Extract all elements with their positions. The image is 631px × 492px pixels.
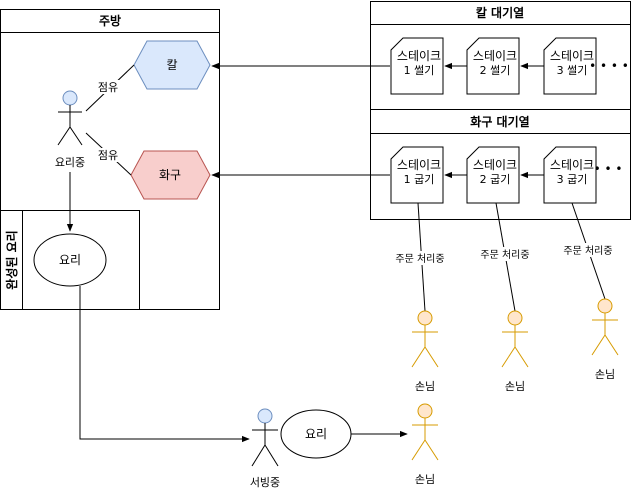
- server-head: [257, 408, 273, 424]
- stove-queue-item-shape: [466, 146, 520, 204]
- stove-queue-item-line1: 스테이크: [550, 158, 594, 172]
- knife-queue-item-shape: [390, 37, 444, 95]
- stove-queue-item-shape: [390, 146, 444, 204]
- knife-queue-more: • • • •: [589, 59, 629, 73]
- knife-resource: 칼: [133, 40, 211, 90]
- stove-queue-item-line1: 스테이크: [397, 158, 441, 172]
- kitchen-title: 주방: [99, 13, 121, 28]
- customer-head: [417, 310, 433, 326]
- final-customer-label: 손님: [415, 473, 435, 486]
- final-customer-figure: 손님: [411, 403, 439, 486]
- knife-queue-item-line2: 2 썰기: [480, 64, 511, 77]
- stove-resource: 화구: [130, 150, 211, 200]
- final-customer-head: [417, 403, 433, 419]
- stove-queue-item-line2: 3 굽기: [557, 173, 588, 186]
- knife-queue-item-line2: 3 썰기: [557, 64, 588, 77]
- knife-queue-title: 칼 대기열: [476, 5, 524, 20]
- stove-queue-item-line2: 1 굽기: [404, 173, 435, 186]
- cook-head: [62, 90, 78, 106]
- customer-label: 손님: [505, 380, 525, 393]
- knife-queue-item-line1: 스테이크: [473, 49, 517, 63]
- dish-label: 요리: [59, 253, 81, 267]
- dish-to-server-arrow: [79, 286, 250, 443]
- dish-in-kitchen: 요리: [33, 233, 107, 287]
- customer-label: 손님: [415, 380, 435, 393]
- stove-queue-item-shape: [543, 146, 597, 204]
- customer-head: [597, 298, 613, 314]
- knife-queue-item-shape: [466, 37, 520, 95]
- stove-queue-title: 화구 대기열: [470, 114, 529, 129]
- occupy-stove-label: 점유: [98, 149, 118, 162]
- server-figure: 서빙중: [250, 408, 280, 489]
- completed-lane-label: 완성된 요리: [4, 230, 19, 289]
- order-status-label: 주문 처리중: [480, 249, 529, 261]
- server-label: 서빙중: [250, 476, 280, 489]
- knife-queue-item-line2: 1 썰기: [404, 64, 435, 77]
- customer-head: [507, 310, 523, 326]
- stove-label: 화구: [159, 168, 181, 182]
- stove-queue-item-line2: 2 굽기: [480, 173, 511, 186]
- customer-label: 손님: [595, 368, 615, 381]
- served-dish-label: 요리: [305, 427, 327, 441]
- knife-label: 칼: [166, 58, 177, 72]
- order-status-label: 주문 처리중: [563, 245, 612, 257]
- stove-queue-more: • • •: [594, 162, 623, 176]
- knife-queue-item-line1: 스테이크: [397, 49, 441, 63]
- knife-queue-item-shape: [543, 37, 597, 95]
- stove-queue-item-line1: 스테이크: [473, 158, 517, 172]
- order-status-label: 주문 처리중: [395, 253, 444, 265]
- served-dish: 요리: [280, 409, 352, 459]
- occupy-knife-label: 점유: [98, 81, 118, 94]
- knife-queue-item-line1: 스테이크: [550, 49, 594, 63]
- cook-label: 요리중: [55, 156, 85, 169]
- cook-figure: 요리중: [55, 90, 85, 169]
